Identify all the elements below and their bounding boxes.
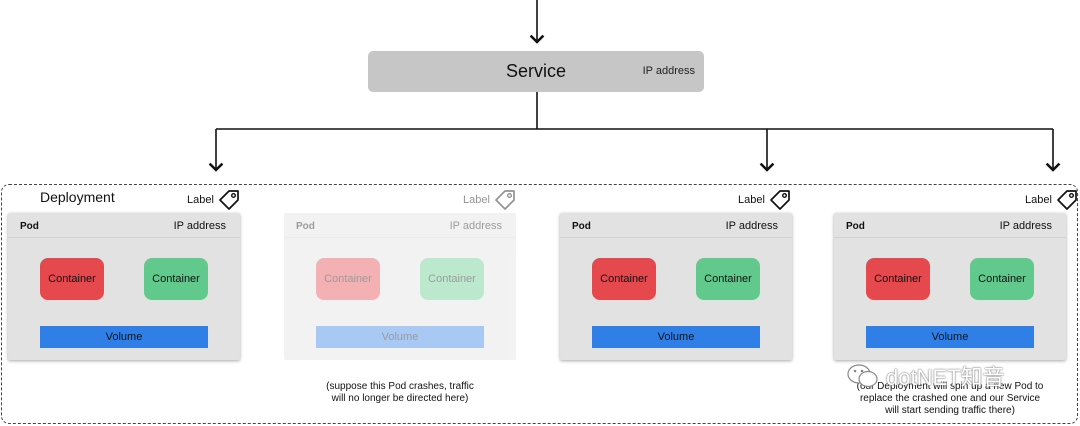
volume: Volume: [592, 326, 760, 348]
pod-name: Pod: [572, 221, 591, 232]
container-red: Container: [40, 258, 104, 300]
pod-3: Pod IP address Container Container Volum…: [560, 213, 792, 360]
pod-label-1: Label: [187, 189, 240, 211]
pod-name: Pod: [846, 221, 865, 232]
service-title: Service: [505, 61, 567, 81]
container-red: Container: [316, 258, 380, 300]
pod-label-2: Label: [463, 189, 516, 211]
pod-2-crashed: Pod IP address Container Container Volum…: [284, 213, 516, 360]
volume: Volume: [316, 326, 484, 348]
tag-icon: [495, 190, 515, 210]
container-red: Container: [592, 258, 656, 300]
pod-header: Pod IP address: [834, 213, 1066, 238]
deployment-boundary: [1, 184, 1078, 424]
label-text: Label: [1025, 194, 1052, 206]
pod-name: Pod: [20, 221, 39, 232]
pod-label-4: Label: [1025, 189, 1078, 211]
container-green: Container: [696, 258, 760, 300]
service-box: Service IP address: [368, 51, 704, 92]
pod-header: Pod IP address: [560, 213, 792, 238]
label-text: Label: [463, 194, 490, 206]
deployment-title: Deployment: [40, 189, 115, 205]
pod-ip-address: IP address: [725, 220, 778, 232]
pod-header: Pod IP address: [8, 213, 240, 238]
label-text: Label: [738, 194, 765, 206]
pod-ip-address: IP address: [999, 220, 1052, 232]
volume: Volume: [40, 326, 208, 348]
pod-4-new: Pod IP address Container Container Volum…: [834, 213, 1066, 360]
volume: Volume: [866, 326, 1034, 348]
service-ip-address: IP address: [642, 65, 695, 77]
pod-ip-address: IP address: [173, 220, 226, 232]
container-green: Container: [970, 258, 1034, 300]
crash-note: (suppose this Pod crashes, traffic will …: [300, 381, 500, 405]
pod-label-3: Label: [738, 189, 791, 211]
tag-icon: [770, 190, 790, 210]
crash-note-line-1: (suppose this Pod crashes, traffic: [326, 381, 474, 392]
replacement-note: (our Deployment will spin up a new Pod t…: [838, 381, 1062, 417]
label-text: Label: [187, 194, 214, 206]
tag-icon: [1057, 190, 1077, 210]
container-red: Container: [866, 258, 930, 300]
replacement-note-line-2: replace the crashed one and our Service: [859, 393, 1041, 404]
tag-icon: [219, 190, 239, 210]
crash-note-line-2: will no longer be directed here): [331, 393, 469, 404]
wechat-icon: [847, 364, 878, 388]
watermark: dotNET知音: [846, 360, 1005, 392]
watermark-text: dotNET知音: [886, 365, 1005, 390]
container-green: Container: [420, 258, 484, 300]
pod-ip-address: IP address: [449, 220, 502, 232]
container-green: Container: [144, 258, 208, 300]
replacement-note-line-1: (our Deployment will spin up a new Pod t…: [856, 381, 1044, 392]
pod-name: Pod: [296, 221, 315, 232]
pod-1: Pod IP address Container Container Volum…: [8, 213, 240, 360]
replacement-note-line-3: will start sending traffic there): [885, 405, 1015, 416]
pod-header: Pod IP address: [284, 213, 516, 238]
